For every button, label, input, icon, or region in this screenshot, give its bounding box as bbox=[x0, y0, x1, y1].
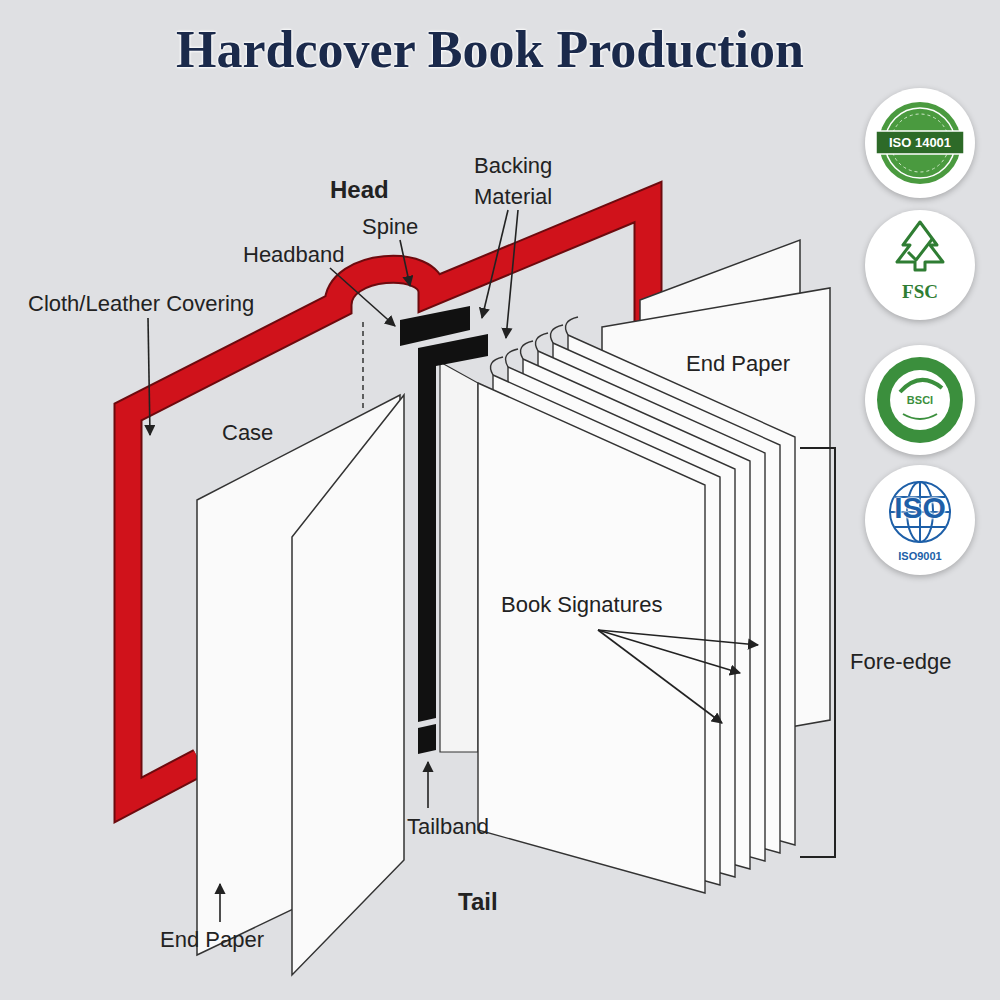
page-strip bbox=[440, 362, 478, 752]
part-label: Head bbox=[330, 173, 389, 206]
part-label: Case bbox=[222, 417, 273, 448]
spine-crease bbox=[362, 322, 364, 412]
badge-text: ISO bbox=[865, 491, 975, 525]
tailband-part bbox=[418, 724, 436, 754]
fore-edge-bracket bbox=[800, 448, 835, 857]
diagram-title: Hardcover Book Production bbox=[0, 20, 980, 79]
certification-badge: BSCI bbox=[865, 345, 975, 455]
part-label: Headband bbox=[243, 239, 345, 270]
part-label: Cloth/Leather Covering bbox=[28, 288, 254, 319]
certification-badge: ISO ISO9001 bbox=[865, 465, 975, 575]
badge-text: ISO9001 bbox=[865, 549, 975, 564]
part-label: Backing Material bbox=[474, 150, 584, 212]
badge-text: ISO 14001 bbox=[865, 134, 975, 151]
part-label: Fore-edge bbox=[850, 646, 952, 677]
badge-text: BSCI bbox=[865, 393, 975, 408]
certification-badge: ISO 14001 bbox=[865, 88, 975, 198]
part-label: Tailband bbox=[407, 811, 489, 842]
part-label: Tail bbox=[458, 885, 498, 918]
end-paper-sheet bbox=[292, 395, 404, 975]
badge-text: FSC bbox=[865, 280, 975, 303]
backing-material-part bbox=[418, 334, 488, 722]
book-block bbox=[478, 317, 795, 893]
part-label: End Paper bbox=[686, 348, 790, 379]
part-label: Spine bbox=[362, 211, 418, 242]
part-label: Book Signatures bbox=[501, 589, 662, 620]
part-label: End Paper bbox=[160, 924, 264, 955]
certification-badge: FSC bbox=[865, 210, 975, 320]
leader-lines bbox=[148, 210, 758, 922]
